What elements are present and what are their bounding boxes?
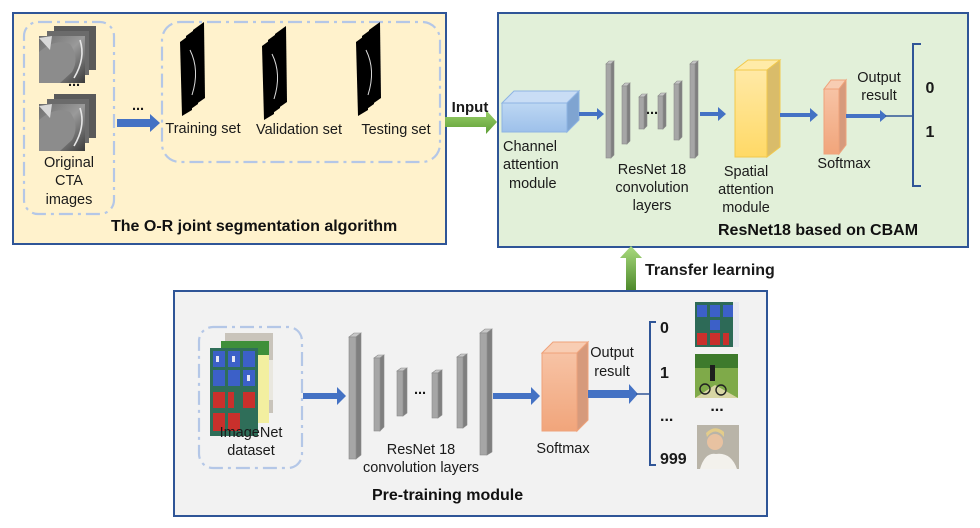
transfer-learning-label: Transfer learning <box>645 262 775 279</box>
cbam-output-class-1: 1 <box>925 124 935 141</box>
pretraining-softmax-label: Softmax <box>536 441 590 457</box>
resnet-conv-layers-cbam <box>605 60 699 159</box>
flow-arrow <box>588 384 638 404</box>
class-1-thumbnail <box>695 354 738 398</box>
cbam-output-label-line1: Output <box>857 70 901 86</box>
cbam-panel-title: ResNet18 based on CBAM <box>718 222 919 239</box>
datasets-group <box>160 20 442 164</box>
cta-image-stack-top <box>39 26 96 83</box>
input-arrow-label: Input <box>451 99 489 116</box>
cbam-resnet-label-line1: ResNet 18 <box>617 162 687 178</box>
cta-ellipsis: ... <box>67 74 81 90</box>
cbam-resnet-label-line3: layers <box>632 198 672 214</box>
imagenet-label-line2: dataset <box>227 443 275 459</box>
class-thumbnail-ellipsis: ... <box>710 398 724 415</box>
flow-arrow <box>493 387 540 405</box>
cbam-panel <box>497 12 969 248</box>
imagenet-image-stack <box>210 333 273 436</box>
pretraining-output-class-0: 0 <box>660 320 669 337</box>
cbam-softmax-label: Softmax <box>817 156 871 172</box>
output-bracket-cbam <box>912 43 921 187</box>
pretraining-output-label-line2: result <box>594 364 630 380</box>
validation-set-masks <box>262 26 287 120</box>
pretraining-panel-title: Pre-training module <box>372 487 524 504</box>
class-999-thumbnail <box>697 425 739 469</box>
spatial-attention-label-line1: Spatial <box>723 164 769 180</box>
original-cta-label-line1: Original <box>44 155 94 171</box>
flow-arrow <box>780 108 818 122</box>
cbam-output-class-0: 0 <box>925 80 935 97</box>
spatial-attention-label-line2: attention <box>718 182 774 198</box>
channel-attention-label-line1: Channel <box>503 139 558 155</box>
cta-image-stack-bottom <box>39 94 96 151</box>
class-0-thumbnail <box>695 302 739 347</box>
cbam-output-label-line2: result <box>861 88 897 104</box>
pretraining-output-class-ellipsis: ... <box>660 408 674 425</box>
original-cta-label-line3: images <box>45 192 93 208</box>
spatial-attention-label-line3: module <box>722 200 770 216</box>
transfer-learning-arrow <box>620 246 642 290</box>
validation-set-label: Validation set <box>256 122 342 138</box>
imagenet-group <box>197 325 304 470</box>
flow-arrow <box>700 107 726 121</box>
spatial-attention-block <box>733 58 782 159</box>
input-arrow <box>445 110 497 134</box>
softmax-block-pretraining <box>540 340 590 433</box>
imagenet-label-line1: ImageNet <box>219 425 283 441</box>
pretraining-output-class-1: 1 <box>660 365 669 382</box>
resnet-conv-layers-pretraining <box>348 328 493 460</box>
cbam-conv-ellipsis: ... <box>645 102 659 118</box>
training-set-masks <box>180 22 205 116</box>
cbam-resnet-label-line2: convolution <box>615 180 689 196</box>
flow-arrow-segmentation <box>117 114 160 132</box>
testing-set-label: Testing set <box>361 122 431 138</box>
channel-attention-block <box>500 89 581 134</box>
original-cta-label-line2: CTA <box>55 173 83 189</box>
channel-attention-label-line2: attention <box>503 157 559 173</box>
testing-set-masks <box>356 22 381 116</box>
segmentation-arrow-ellipsis: ... <box>131 98 145 114</box>
pretraining-resnet-label-line1: ResNet 18 <box>386 442 456 458</box>
pretraining-conv-ellipsis: ... <box>413 382 427 398</box>
pretraining-output-class-999: 999 <box>660 451 687 468</box>
channel-attention-label-line3: module <box>509 176 557 192</box>
training-set-label: Training set <box>165 121 241 137</box>
original-images-group <box>22 20 116 216</box>
pretraining-output-label-line1: Output <box>590 345 634 361</box>
flow-arrow <box>579 108 604 120</box>
flow-arrow <box>846 110 887 122</box>
flow-arrow <box>303 387 346 405</box>
segmentation-panel-title: The O-R joint segmentation algorithm <box>111 218 398 235</box>
pretraining-resnet-label-line2: convolution layers <box>362 460 480 476</box>
softmax-block-cbam <box>822 78 848 156</box>
output-bracket-pretraining <box>649 321 656 466</box>
